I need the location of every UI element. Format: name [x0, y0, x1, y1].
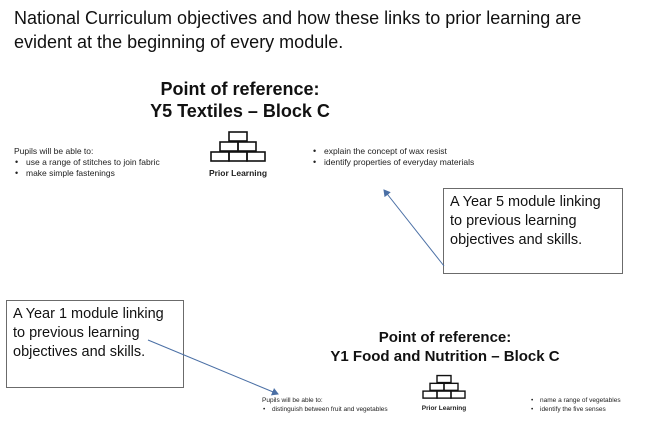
block1-title-line1: Point of reference:	[160, 79, 320, 99]
block2-left-intro: Pupils will be able to:	[262, 397, 323, 404]
arrow-year5	[383, 189, 445, 267]
block2-left-objectives: Pupils will be able to: distinguish betw…	[262, 396, 422, 414]
block2-title: Point of reference: Y1 Food and Nutritio…	[300, 328, 590, 366]
block1-prior-learning-label: Prior Learning	[208, 168, 268, 178]
callout-year1: A Year 1 module linking to previous lear…	[6, 300, 184, 388]
block1-prior-learning: Prior Learning	[206, 130, 270, 179]
block1-right-item: explain the concept of wax resist	[312, 146, 492, 157]
block2-right-item: name a range of vegetables	[530, 396, 640, 405]
block2-prior-learning-label: Prior Learning	[421, 405, 467, 412]
block1-left-intro: Pupils will be able to:	[14, 146, 94, 156]
block2-right-item: identify the five senses	[530, 405, 640, 414]
block2-left-item: distinguish between fruit and vegetables	[262, 405, 422, 414]
block2-title-line1: Point of reference:	[378, 329, 512, 346]
block2-prior-learning: Prior Learning	[418, 374, 470, 413]
bricks-pyramid-icon	[422, 374, 466, 399]
block1-left-item: use a range of stitches to join fabric	[14, 157, 194, 168]
block1-left-item: make simple fastenings	[14, 168, 194, 179]
block2-title-line2: Y1 Food and Nutrition – Block C	[330, 348, 560, 365]
block1-left-objectives: Pupils will be able to: use a range of s…	[14, 146, 194, 179]
page-heading: National Curriculum objectives and how t…	[14, 8, 582, 52]
block1-title-line2: Y5 Textiles – Block C	[150, 101, 330, 121]
callout-year5: A Year 5 module linking to previous lear…	[443, 188, 623, 274]
block2-right-objectives: name a range of vegetables identify the …	[530, 396, 640, 414]
block1-right-item: identify properties of everyday material…	[312, 157, 492, 168]
bricks-pyramid-icon	[210, 131, 266, 162]
block1-title: Point of reference: Y5 Textiles – Block …	[120, 78, 360, 122]
block1-right-objectives: explain the concept of wax resist identi…	[312, 146, 492, 168]
